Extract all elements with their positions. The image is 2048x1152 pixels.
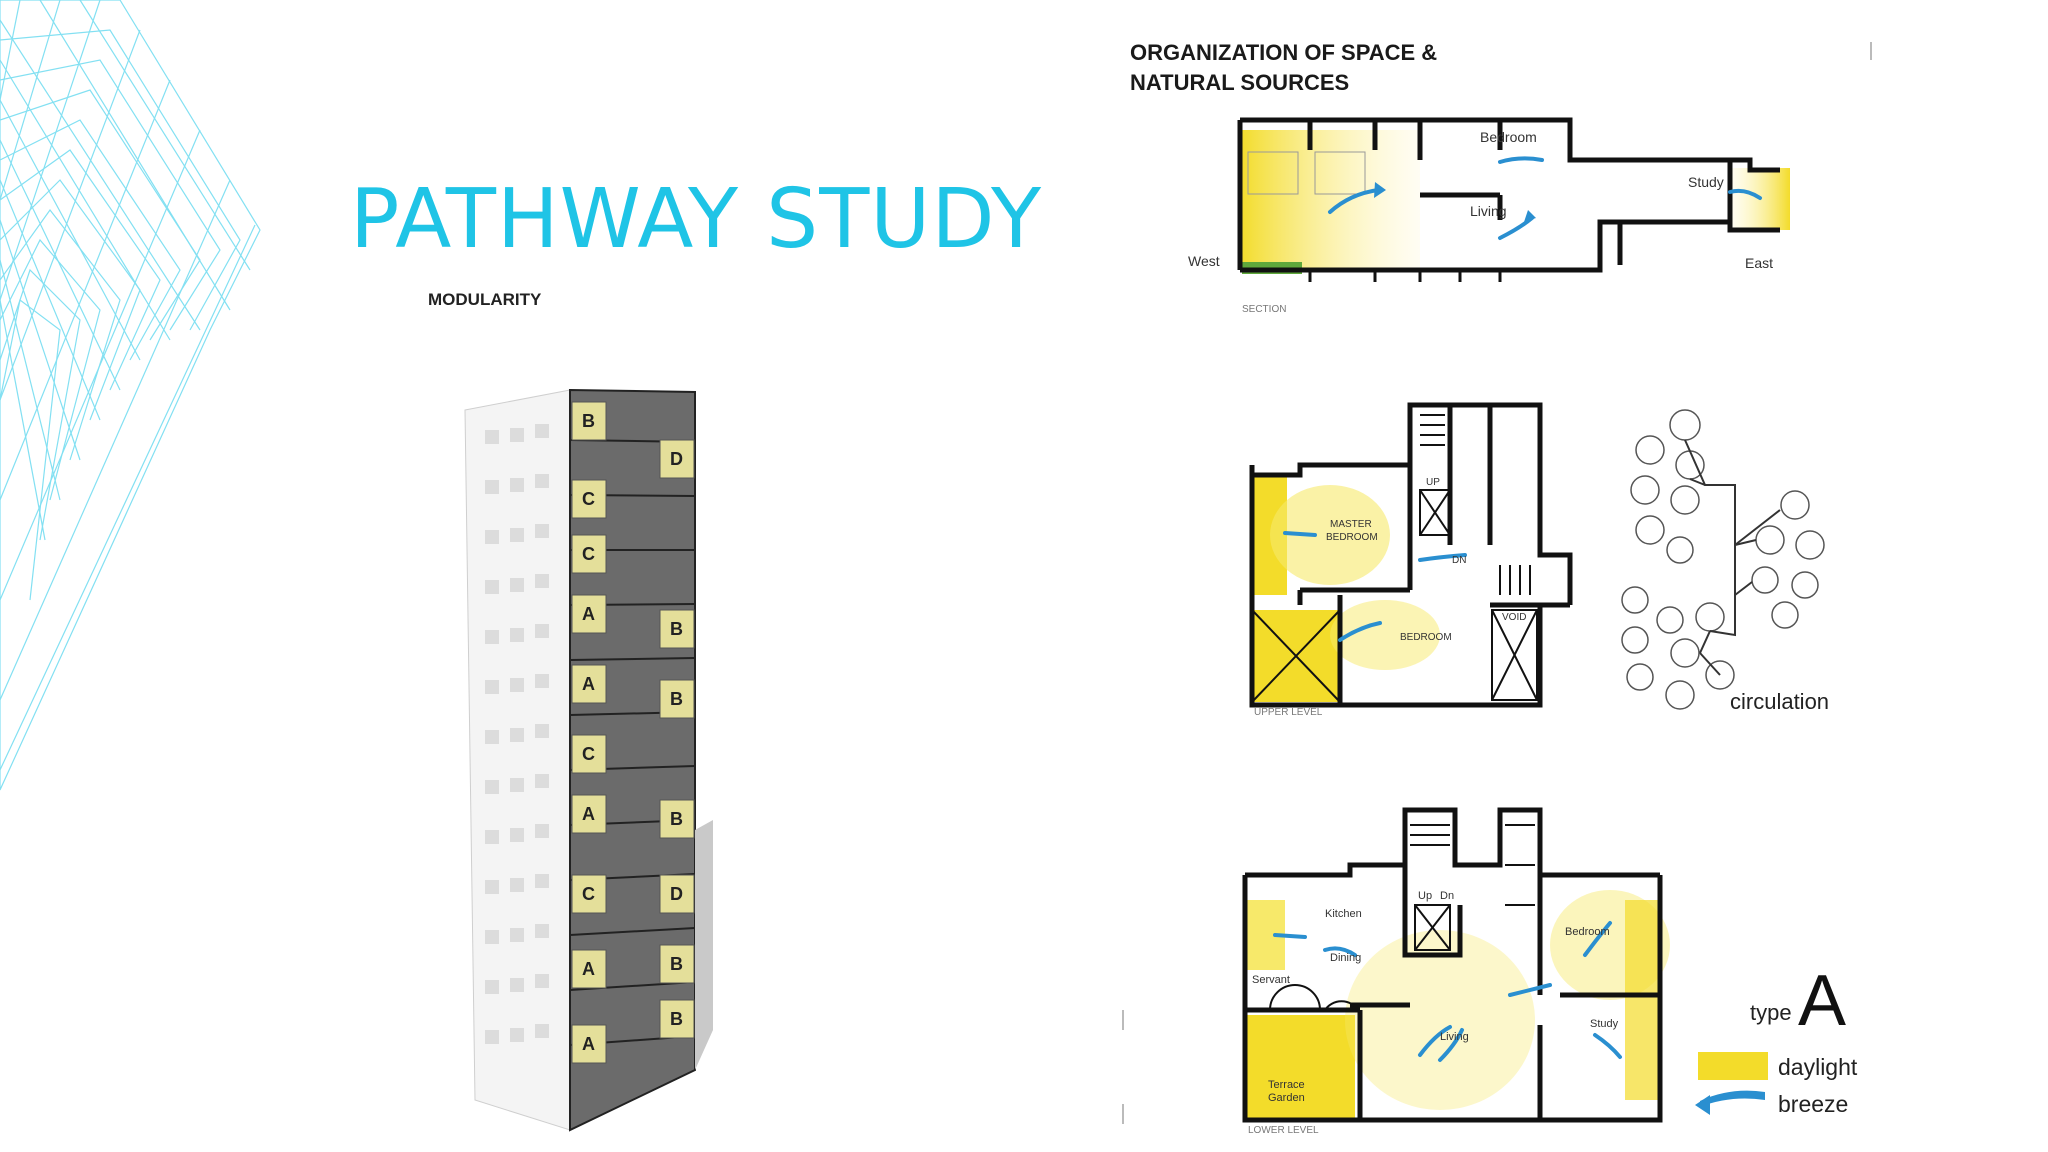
tower-label: B [670, 619, 683, 639]
tower-label: A [582, 804, 595, 824]
legend-breeze: breeze [1778, 1091, 1848, 1117]
organization-title-line1: ORGANIZATION OF SPACE & [1130, 40, 1438, 65]
circulation-label: circulation [1730, 689, 1829, 714]
upper-master-label: MASTER [1330, 519, 1372, 530]
tower-label: B [670, 954, 683, 974]
tower-label: A [582, 1034, 595, 1054]
tower-label: C [582, 884, 595, 904]
upper-level-plan: MASTER BEDROOM BEDROOM VOID UP DN UPPER … [1249, 402, 1829, 718]
lower-terrace-label: Terrace [1268, 1079, 1305, 1091]
edge-mark [1122, 1104, 1124, 1124]
wireframe-decoration [0, 0, 261, 791]
lower-servant-label: Servant [1252, 974, 1290, 986]
section-drawing: Bedroom Living Study West East SECTION [1188, 117, 1790, 315]
section-west-label: West [1188, 253, 1220, 269]
tower-label: B [670, 689, 683, 709]
section-bedroom-label: Bedroom [1480, 129, 1537, 145]
daylight-swatch [1698, 1052, 1768, 1080]
edge-mark [1122, 1010, 1124, 1030]
legend-type-letter: A [1798, 961, 1846, 1041]
section-east-label: East [1745, 255, 1773, 271]
tower-label: A [582, 959, 595, 979]
legend-daylight: daylight [1778, 1054, 1858, 1080]
tower-label: A [582, 604, 595, 624]
lower-living-label: Living [1440, 1031, 1469, 1043]
legend: type A daylight breeze [1695, 961, 1858, 1117]
upper-bedroom-label: BEDROOM [1400, 632, 1452, 643]
edge-mark [1870, 42, 1872, 60]
tower-label: C [582, 489, 595, 509]
upper-master-label-2: BEDROOM [1326, 532, 1378, 543]
tower-label: A [582, 674, 595, 694]
legend-type-word: type [1750, 1000, 1792, 1025]
upper-void-label: VOID [1502, 612, 1526, 623]
lower-kitchen-label: Kitchen [1325, 908, 1362, 920]
lower-up-label: Up [1418, 890, 1432, 902]
organization-title: ORGANIZATION OF SPACE & NATURAL SOURCES [1130, 38, 1550, 98]
upper-up-label: UP [1426, 477, 1440, 488]
tower-label: B [670, 809, 683, 829]
lower-level-plan: Kitchen Dining Servant Living Bedroom St… [1242, 807, 1670, 1135]
tower-label: C [582, 744, 595, 764]
tower-label: D [670, 449, 683, 469]
lower-caption: LOWER LEVEL [1248, 1125, 1319, 1135]
slide-title: PATHWAY STUDY [350, 172, 1043, 267]
tower-label: C [582, 544, 595, 564]
breeze-icon [1700, 1090, 1765, 1107]
upper-dn-label: DN [1452, 555, 1466, 566]
section-study-label: Study [1688, 174, 1724, 190]
lower-dining-label: Dining [1330, 952, 1361, 964]
modular-tower-illustration: B C C A A C A C A A D B B B D B B [464, 388, 713, 1132]
slide-subtitle: MODULARITY [428, 290, 542, 309]
tower-label: B [582, 411, 595, 431]
lower-dn-label: Dn [1440, 890, 1454, 902]
lower-bedroom-label: Bedroom [1565, 926, 1610, 938]
section-living-label: Living [1470, 203, 1507, 219]
lower-garden-label: Garden [1268, 1092, 1305, 1104]
tower-label: B [670, 1009, 683, 1029]
lower-study-label: Study [1590, 1018, 1619, 1030]
section-caption: SECTION [1242, 304, 1286, 315]
tower-label: D [670, 884, 683, 904]
upper-caption: UPPER LEVEL [1254, 707, 1323, 718]
organization-title-line2: NATURAL SOURCES [1130, 70, 1350, 95]
